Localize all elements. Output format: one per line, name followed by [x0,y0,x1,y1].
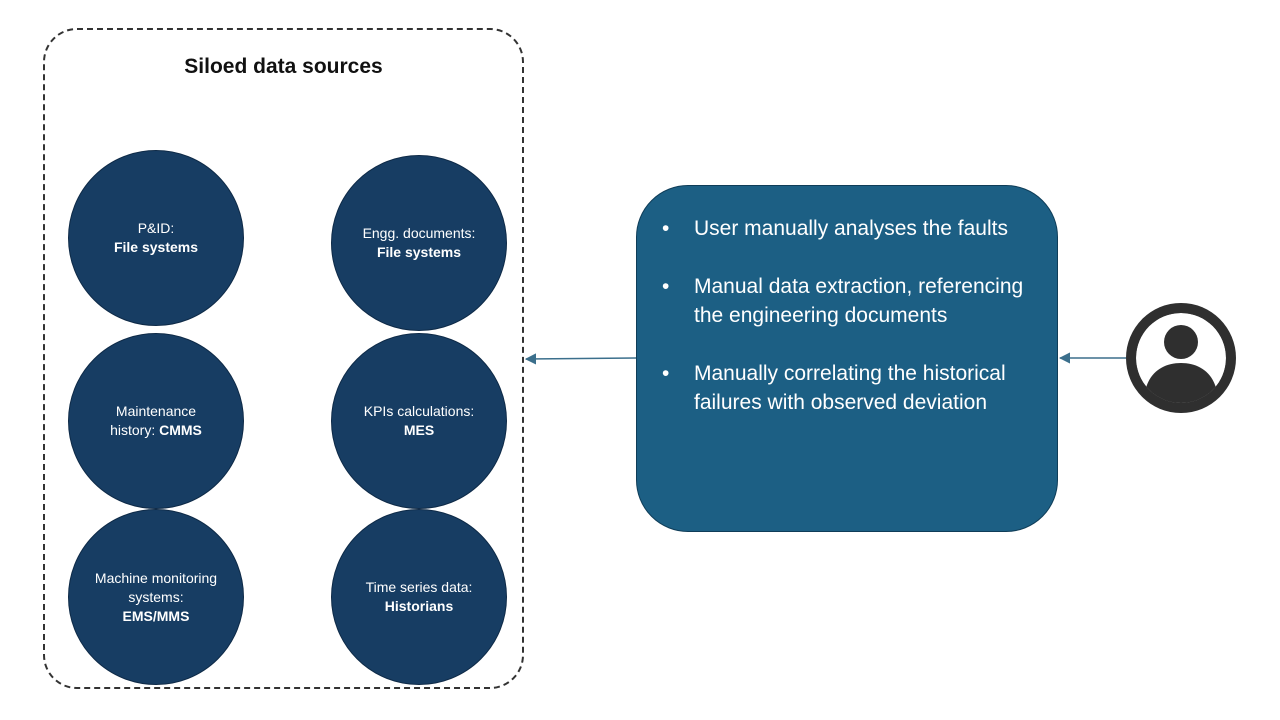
source-time-series-circle: Time series data: Historians [331,509,507,685]
source-label: P&ID: [137,220,175,236]
source-system: Historians [384,598,454,614]
manual-process-list: • User manually analyses the faults • Ma… [659,214,1027,417]
source-kpi-circle: KPIs calculations: MES [331,333,507,509]
source-system: EMS/MMS [122,607,190,624]
manual-process-box: • User manually analyses the faults • Ma… [636,185,1058,532]
process-item: • Manual data extraction, referencing th… [659,272,1027,330]
bullet-icon: • [662,275,670,298]
process-item: • Manually correlating the historical fa… [659,359,1027,417]
source-system: File systems [113,239,199,255]
source-maintenance-circle: Maintenance history: CMMS [68,333,244,509]
source-label: KPIs calculations: [363,403,475,419]
process-item-text: Manual data extraction, referencing the … [694,275,1024,327]
siloed-sources-title: Siloed data sources [184,55,383,78]
process-item: • User manually analyses the faults [659,214,1027,243]
arrow-to-sources [524,353,637,365]
bullet-icon: • [662,217,670,240]
user-icon [1126,303,1236,413]
process-item-text: User manually analyses the faults [694,217,1008,240]
source-pid-circle: P&ID: File systems [68,150,244,326]
source-label: Engg. documents: [362,225,476,241]
source-label: Machine monitoring systems: [94,569,218,605]
source-engg-docs-circle: Engg. documents: File systems [331,155,507,331]
source-machine-monitoring-circle: Machine monitoring systems: EMS/MMS [68,509,244,685]
source-label: Maintenance history: [110,403,197,438]
source-system: MES [403,422,435,438]
source-system: CMMS [159,422,202,438]
source-label: Time series data: [365,579,473,595]
process-item-text: Manually correlating the historical fail… [694,362,1006,414]
source-system: File systems [376,244,462,260]
bullet-icon: • [662,362,670,385]
siloed-sources-container [43,28,524,689]
